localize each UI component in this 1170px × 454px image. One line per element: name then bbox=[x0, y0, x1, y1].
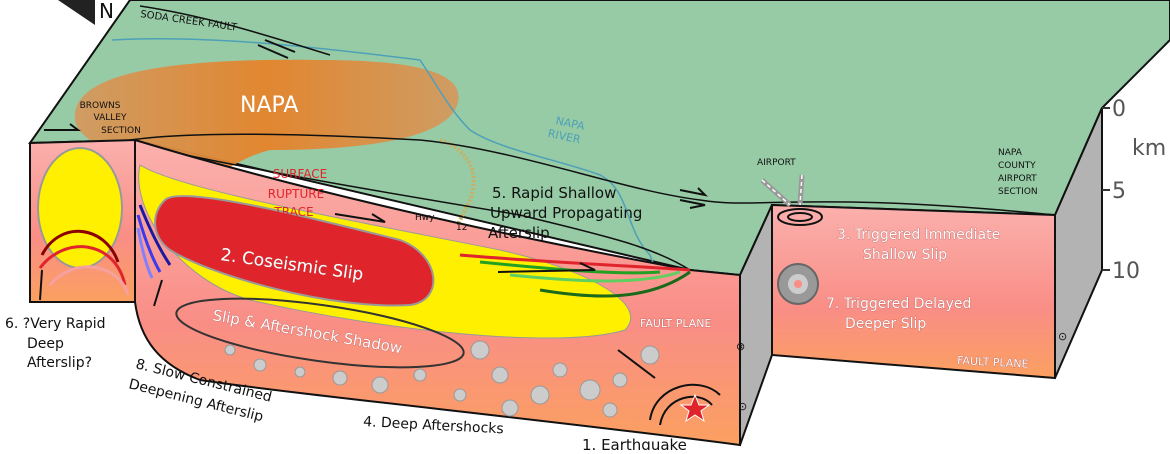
highway-12 bbox=[439, 138, 476, 256]
surface-rupture-label: RUPTURE bbox=[268, 187, 324, 201]
napa-county-airport-label: AIRPORT bbox=[998, 174, 1037, 184]
napa-river bbox=[111, 37, 656, 269]
coseismic-slip-region bbox=[154, 194, 435, 307]
fault-plane-label-2: FAULT PLANE bbox=[957, 354, 1029, 371]
napa-river-label: NAPA bbox=[554, 114, 586, 133]
annotation-deep-afterslip: 6. ?Very Rapid bbox=[5, 316, 106, 332]
fault-trace-line bbox=[129, 133, 1056, 216]
browns-valley-label: VALLEY bbox=[94, 113, 127, 123]
soda-creek-fault bbox=[139, 5, 331, 56]
shallow-slip-icon bbox=[777, 208, 823, 226]
shadow-region bbox=[175, 297, 465, 369]
browns-valley-label: SECTION bbox=[101, 126, 141, 136]
annotation-deep-afterslip: Afterslip? bbox=[27, 355, 92, 371]
depth-tick-5: 5 bbox=[1112, 179, 1126, 204]
deep-afterslip-region bbox=[37, 147, 123, 269]
earthquake-hypocenter-icon bbox=[649, 383, 721, 426]
surface-rupture-label: SURFACE bbox=[273, 167, 328, 181]
napa-label: NAPA bbox=[240, 93, 298, 118]
annotation-earthquake: 1. Earthquake bbox=[582, 436, 687, 450]
airport-label: AIRPORT bbox=[757, 158, 796, 168]
surface-rupture-trace bbox=[139, 144, 691, 271]
napa-county-airport-label: SECTION bbox=[998, 187, 1038, 197]
annotation-deep-aftershocks: 4. Deep Aftershocks bbox=[363, 414, 504, 437]
depth-tick-0: 0 bbox=[1112, 97, 1126, 122]
browns-valley-label: BROWNS bbox=[80, 101, 121, 111]
annotation-triggered-delayed: Deeper Slip bbox=[845, 316, 926, 332]
napa-county-airport-label: NAPA bbox=[998, 148, 1023, 158]
depth-unit: km bbox=[1132, 136, 1166, 161]
napa-county-airport-label: COUNTY bbox=[998, 161, 1036, 171]
depth-scale: 0 5 10 km bbox=[1102, 97, 1166, 284]
aftershock-dots bbox=[224, 340, 660, 418]
depth-tick-10: 10 bbox=[1112, 259, 1140, 284]
into-page-symbol: ⊗ bbox=[736, 340, 745, 353]
motion-arrows bbox=[39, 39, 709, 379]
annotation-rapid-shallow: Afterslip bbox=[488, 224, 550, 242]
hwy-label: Hwy bbox=[415, 213, 435, 223]
hwy-number-label: 12 bbox=[456, 223, 467, 233]
out-of-page-symbol: ⊙ bbox=[738, 400, 747, 413]
north-arrow-icon: N bbox=[58, 0, 114, 25]
fault-plane-label: FAULT PLANE bbox=[640, 317, 711, 330]
annotation-triggered-shallow: 3. Triggered Immediate bbox=[837, 227, 1000, 243]
annotation-triggered-delayed: 7. Triggered Delayed bbox=[826, 296, 971, 312]
annotation-triggered-shallow: Shallow Slip bbox=[863, 247, 947, 263]
surface-rupture-label: TRACE bbox=[273, 205, 313, 219]
out-of-page-symbol-2: ⊙ bbox=[1058, 330, 1067, 343]
annotation-deep-afterslip: Deep bbox=[27, 336, 64, 352]
annotation-rapid-shallow: Upward Propagating bbox=[490, 204, 642, 222]
annotation-rapid-shallow: 5. Rapid Shallow bbox=[492, 184, 616, 202]
north-label: N bbox=[99, 0, 114, 23]
